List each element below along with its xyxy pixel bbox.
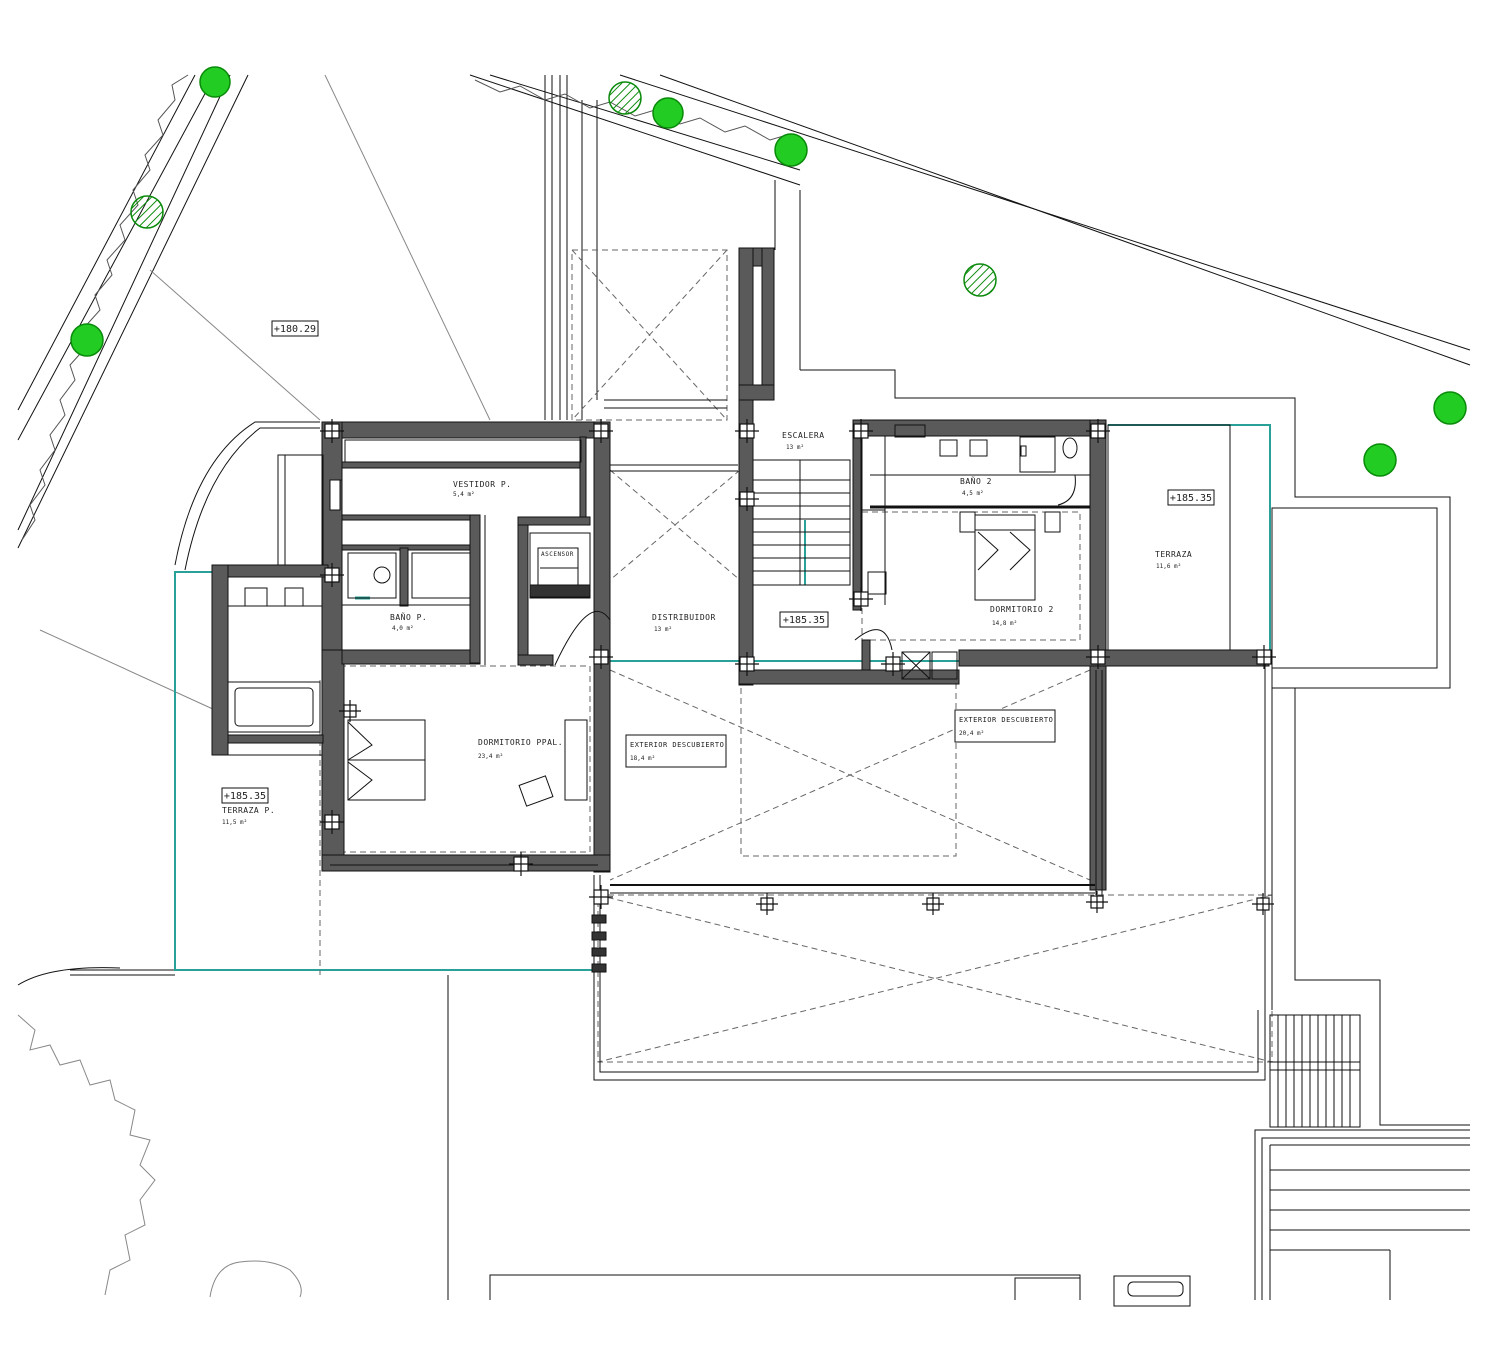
room-ascensor-name: ASCENSOR bbox=[541, 551, 574, 558]
room-dormitorio-2-name: DORMITORIO 2 bbox=[990, 605, 1054, 614]
column-marker bbox=[735, 652, 759, 676]
column-marker bbox=[320, 810, 344, 834]
tree bbox=[608, 81, 642, 115]
tree bbox=[130, 195, 164, 229]
tree bbox=[1433, 391, 1467, 425]
landscape-bush-small bbox=[209, 1260, 302, 1298]
column-marker bbox=[735, 419, 759, 443]
room-bano-p-area: 4,0 m² bbox=[392, 625, 414, 632]
fine-lines bbox=[227, 399, 1470, 1300]
room-labels: VESTIDOR P. 5,4 m² BAÑO P. 4,0 m² ASCENS… bbox=[222, 431, 1192, 826]
room-terraza-p-area: 11,5 m² bbox=[222, 819, 247, 826]
column-marker bbox=[320, 419, 344, 443]
tree bbox=[70, 323, 104, 357]
level-tag-terrace-east: +185.35 bbox=[1170, 493, 1212, 504]
column-marker bbox=[589, 645, 613, 669]
column-marker bbox=[589, 885, 613, 909]
level-tag-site: +180.29 bbox=[274, 324, 316, 335]
room-terraza-p-name: TERRAZA P. bbox=[222, 806, 275, 815]
room-exterior-2-area: 20,4 m² bbox=[959, 730, 984, 737]
column-marker bbox=[509, 852, 533, 876]
column-marker bbox=[849, 587, 873, 611]
column-marker bbox=[339, 700, 361, 722]
room-dormitorio-ppal-name: DORMITORIO PPAL. bbox=[478, 738, 563, 747]
columns bbox=[320, 419, 1276, 915]
level-tag-terrace-west: +185.35 bbox=[224, 791, 266, 802]
level-tags: +180.29 +185.35 +185.35 +185.35 bbox=[221, 320, 1215, 804]
room-exterior-1-area: 18,4 m² bbox=[630, 755, 655, 762]
column-marker bbox=[735, 487, 759, 511]
room-dormitorio-ppal-area: 23,4 m² bbox=[478, 753, 503, 760]
column-marker bbox=[1086, 645, 1110, 669]
trees bbox=[70, 66, 1467, 477]
room-exterior-1-name: EXTERIOR DESCUBIERTO bbox=[630, 741, 724, 749]
column-marker bbox=[320, 563, 344, 587]
room-vestidor-area: 5,4 m² bbox=[453, 491, 475, 498]
column-marker bbox=[589, 419, 613, 443]
room-bano-p-name: BAÑO P. bbox=[390, 612, 427, 622]
tree bbox=[652, 97, 684, 129]
room-bano-2-area: 4,5 m² bbox=[962, 490, 984, 497]
column-marker bbox=[849, 419, 873, 443]
column-marker bbox=[922, 893, 944, 915]
level-tag-stair: +185.35 bbox=[783, 615, 825, 626]
fence-nw bbox=[21, 74, 189, 541]
room-terraza-east-area: 11,6 m² bbox=[1156, 563, 1181, 570]
tree bbox=[963, 263, 997, 297]
room-bano-2-name: BAÑO 2 bbox=[960, 476, 992, 486]
landscape-bush bbox=[17, 1014, 156, 1296]
fence-ne bbox=[474, 79, 806, 149]
room-distribuidor-name: DISTRIBUIDOR bbox=[652, 613, 716, 622]
room-escalera-area: 13 m² bbox=[786, 444, 804, 451]
column-marker bbox=[1252, 893, 1274, 915]
site-context bbox=[17, 74, 1471, 1307]
room-vestidor-name: VESTIDOR P. bbox=[453, 480, 511, 489]
column-marker bbox=[1086, 891, 1108, 913]
column-marker bbox=[1252, 645, 1276, 669]
column-marker bbox=[1086, 419, 1110, 443]
room-dormitorio-2-area: 14,8 m² bbox=[992, 620, 1017, 627]
room-terraza-east-name: TERRAZA bbox=[1155, 550, 1192, 559]
room-exterior-2-name: EXTERIOR DESCUBIERTO bbox=[959, 716, 1053, 724]
column-marker bbox=[881, 652, 905, 676]
tree bbox=[199, 66, 231, 98]
room-escalera-name: ESCALERA bbox=[782, 431, 825, 440]
room-distribuidor-area: 13 m² bbox=[654, 626, 672, 633]
column-marker bbox=[756, 893, 778, 915]
tree bbox=[774, 133, 808, 167]
tree bbox=[1363, 443, 1397, 477]
